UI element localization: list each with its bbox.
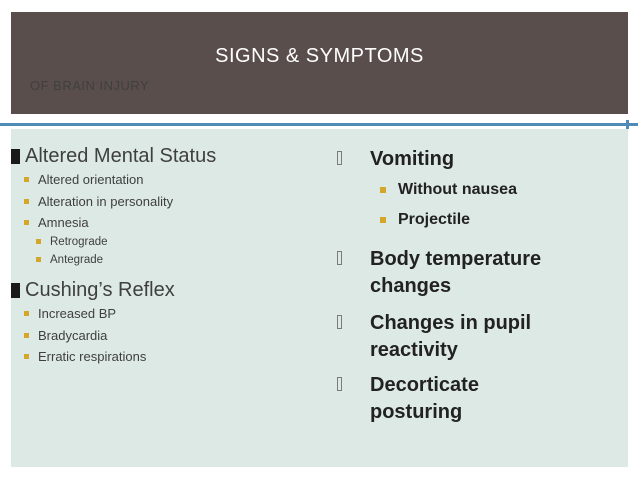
bullet-cushings-reflex: Cushing’s Reflex <box>11 275 175 305</box>
subsubbullet-label: Antegrade <box>50 253 104 266</box>
square-bullet-icon <box>11 148 20 164</box>
subbullet-altered-orientation: Altered orientation <box>24 170 144 188</box>
bullet-label: Cushing’s Reflex <box>25 278 175 301</box>
subbullet-amnesia: Amnesia <box>24 213 89 231</box>
subbullet-label: Projectile <box>398 211 471 228</box>
slide-title: SIGNS & SYMPTOMS OF BRAIN INJURY <box>11 42 628 93</box>
title-bar: SIGNS & SYMPTOMS OF BRAIN INJURY <box>11 12 628 114</box>
subbullet-alteration-in-personality: Alteration in personality <box>24 192 173 210</box>
square-bullet-icon <box>380 217 386 223</box>
bullet-label-line-2: posturing <box>370 401 463 423</box>
subbullet-label: Amnesia <box>38 214 89 230</box>
square-bullet-icon <box>11 282 20 298</box>
bullet-label: Vomiting <box>370 148 455 170</box>
subbullet-label: Alteration in personality <box>38 193 174 209</box>
bullet-label: Altered Mental Status <box>25 144 217 167</box>
box-bullet-icon <box>337 377 342 391</box>
bullet-altered-mental-status: Altered Mental Status <box>11 141 216 171</box>
square-bullet-icon <box>36 257 41 262</box>
square-bullet-icon <box>24 353 29 359</box>
square-bullet-icon <box>24 219 29 225</box>
subbullet-increased-bp: Increased BP <box>24 304 116 322</box>
box-bullet-icon <box>337 315 342 329</box>
subsubbullet-label: Retrograde <box>50 235 108 248</box>
square-bullet-icon <box>380 187 386 193</box>
subbullet-without-nausea: Without nausea <box>380 177 517 203</box>
content-panel: Altered Mental Status Altered orientatio… <box>11 129 628 467</box>
square-bullet-icon <box>24 332 29 338</box>
box-bullet-icon <box>337 251 342 265</box>
divider-rule <box>0 123 638 126</box>
subbullet-erratic-respirations: Erratic respirations <box>24 347 146 365</box>
bullet-label-line-1: Body temperature <box>370 248 542 270</box>
subbullet-label: Erratic respirations <box>38 348 147 364</box>
subbullet-label: Altered orientation <box>38 171 144 187</box>
title-line-2: OF BRAIN INJURY <box>30 78 150 93</box>
square-bullet-icon <box>24 198 29 204</box>
square-bullet-icon <box>36 239 41 244</box>
bullet-label-line-1: Decorticate <box>370 374 479 396</box>
box-bullet-icon <box>337 151 342 165</box>
subbullet-bradycardia: Bradycardia <box>24 326 107 344</box>
bullet-label-line-2: reactivity <box>370 339 458 361</box>
bullet-label-line-2: changes <box>370 275 452 297</box>
subbullet-projectile: Projectile <box>380 207 470 233</box>
subsubbullet-antegrade: Antegrade <box>36 251 103 268</box>
subbullet-label: Increased BP <box>38 305 117 321</box>
square-bullet-icon <box>24 310 29 316</box>
bullet-label-line-1: Changes in pupil <box>370 312 532 334</box>
title-line-1: SIGNS & SYMPTOMS <box>215 45 424 67</box>
subsubbullet-retrograde: Retrograde <box>36 233 108 250</box>
subbullet-label: Bradycardia <box>38 327 108 343</box>
square-bullet-icon <box>24 176 29 182</box>
subbullet-label: Without nausea <box>398 181 517 198</box>
divider-accent <box>626 120 629 129</box>
